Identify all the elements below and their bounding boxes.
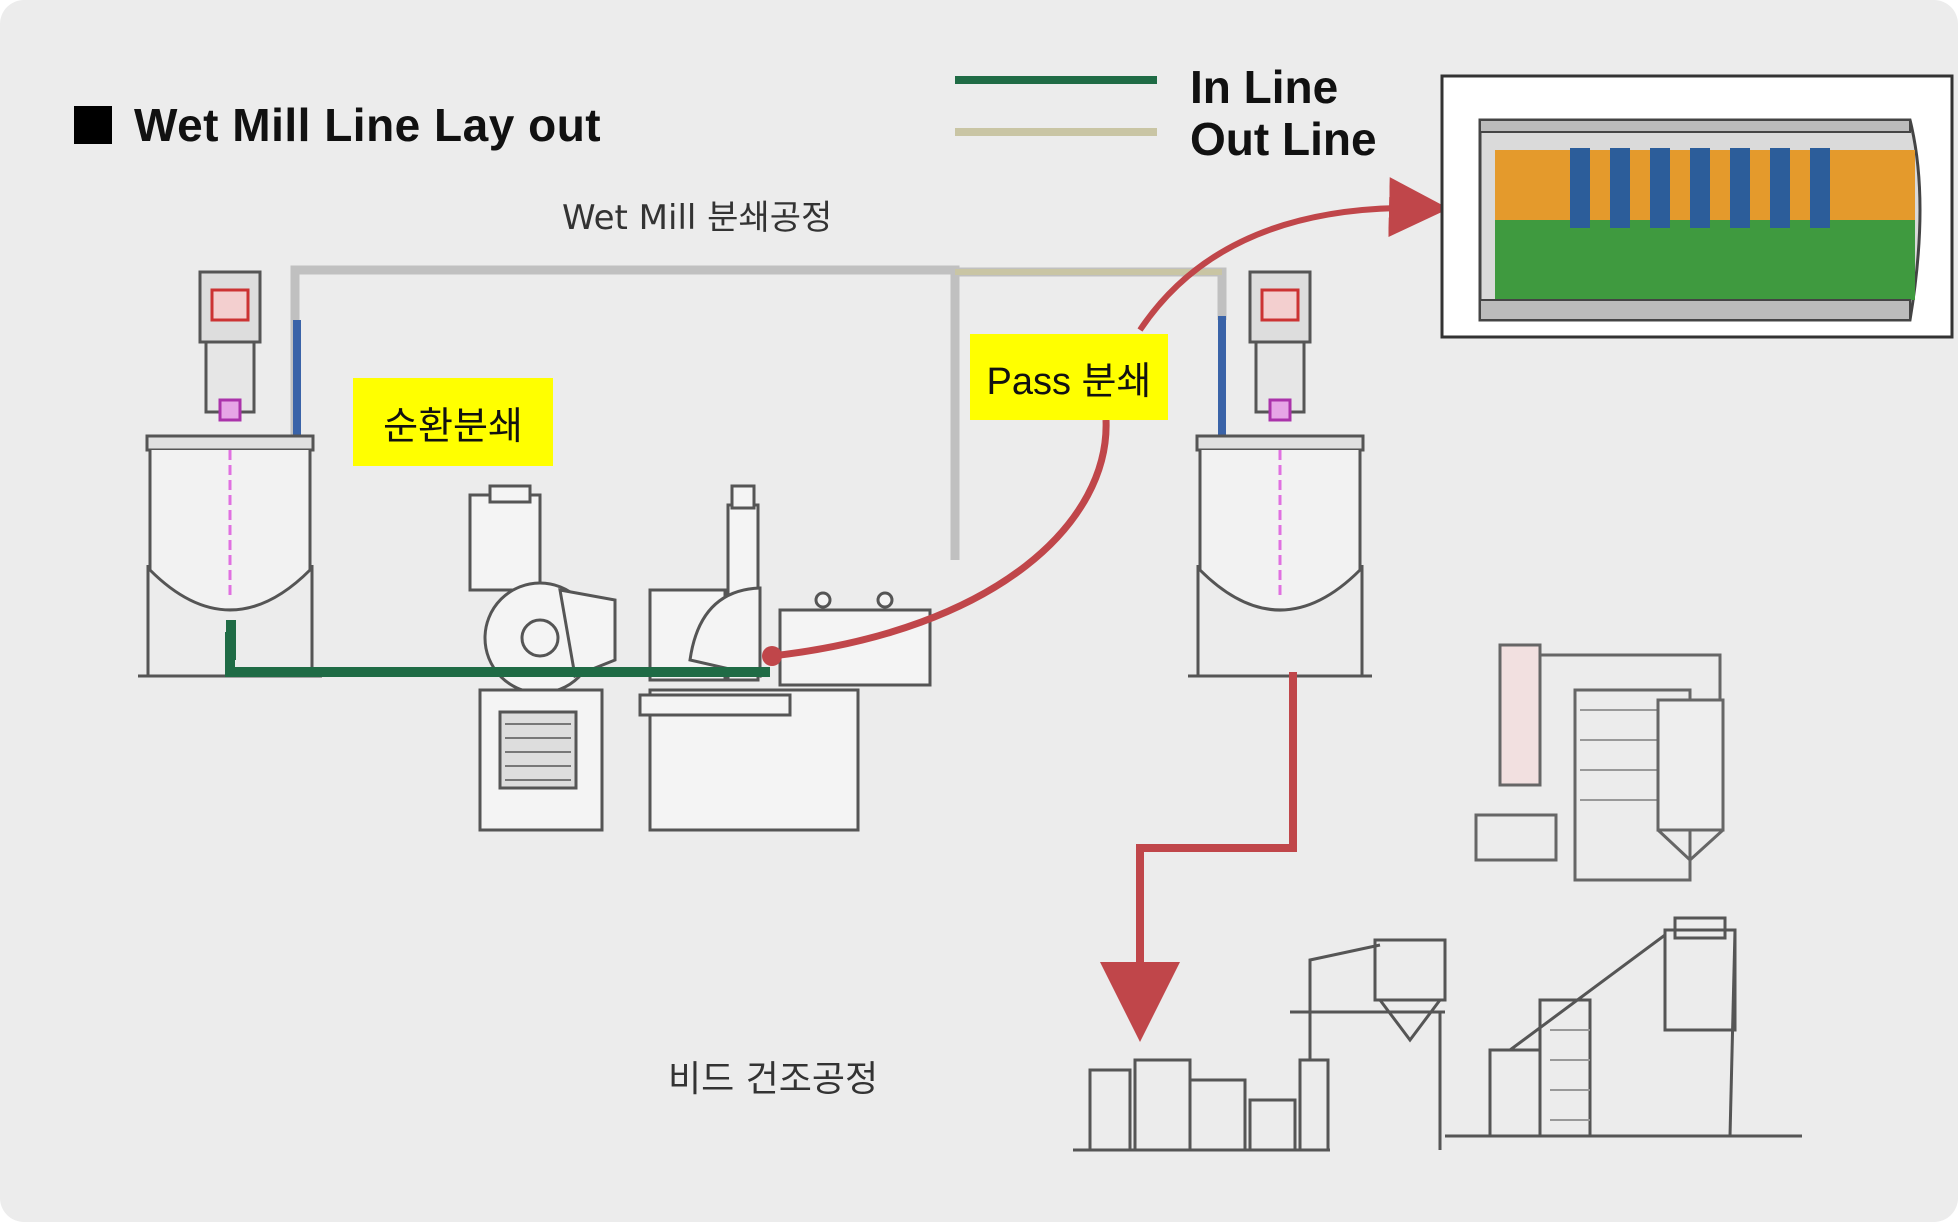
flow-origin-dot	[762, 646, 782, 666]
pass-flow-arrow	[771, 419, 1110, 660]
diagram-title: Wet Mill Line Lay out	[74, 98, 601, 152]
left-mixing-tank	[138, 270, 322, 678]
dryer-tower	[1474, 643, 1725, 882]
drying-flow-arrow	[1100, 672, 1297, 1042]
diagram-title-text: Wet Mill Line Lay out	[134, 99, 602, 151]
in-line-pipe	[225, 632, 770, 677]
pass-milling-note: Pass 분쇄	[970, 334, 1168, 420]
detail-pointer-arrow	[1137, 177, 1449, 332]
legend-in-line-label: In Line	[1190, 61, 1339, 113]
title-bullet	[74, 106, 112, 144]
bead-drying-process-label: 비드 건조공정	[668, 1059, 879, 1100]
right-mixing-tank	[1188, 270, 1372, 678]
circulation-milling-note: 순환분쇄	[353, 378, 553, 466]
wet-mill-machine	[468, 484, 932, 832]
wet-mill-process-label: Wet Mill 분쇄공정	[562, 198, 833, 238]
legend-out-line-label: Out Line	[1190, 113, 1377, 165]
bead-drying-equipment	[1073, 916, 1802, 1152]
milling-chamber-detail	[1440, 74, 1954, 339]
